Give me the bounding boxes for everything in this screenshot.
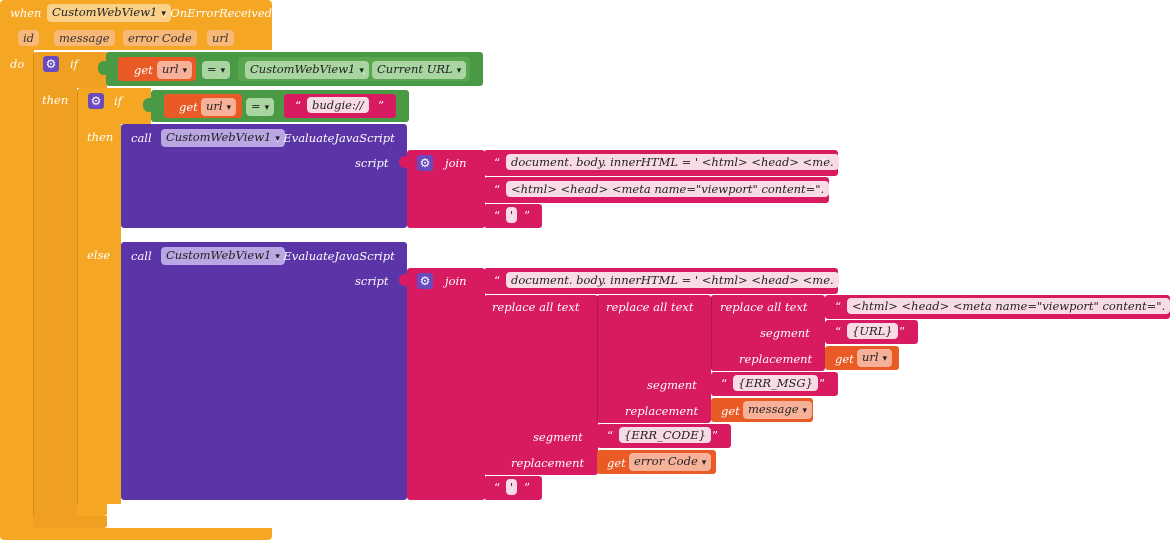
call2-join-connector [399,274,407,286]
get-error-code-var-dropdown[interactable]: error Code [629,453,712,471]
outer-property-dropdown[interactable]: Current URL [372,61,467,79]
outer-if-bottom [33,516,107,528]
call2-method: . EvaluateJavaScript [276,249,395,263]
call1-component-dropdown[interactable]: CustomWebView1 [161,129,285,147]
inner-if-gear-icon[interactable]: ⚙ [88,93,104,109]
call1-script-label: script [355,156,389,170]
outer-equals-dropdown[interactable]: = [202,61,231,79]
call1-s2-close: ” [811,183,818,197]
inner-if-label: if [114,94,122,108]
replace2-label: replace all text [606,300,694,314]
call1-s3-close: ” [524,209,531,223]
inner-get-label: get [179,100,198,114]
get-url-var-dropdown[interactable]: url [857,349,893,367]
event-do-rail [0,50,34,530]
call1-s1-close: ” [820,156,827,170]
outer-get-var-dropdown[interactable]: url [157,61,193,79]
replace3-replacement-label: replacement [739,352,813,366]
seg-url-value[interactable]: {URL} [847,323,898,339]
replace1-segment-label: segment [533,430,583,444]
call1-call-label: call [131,131,152,145]
call2-s1-open: “ [494,274,501,288]
seg-msg-value[interactable]: {ERR_MSG} [733,375,818,391]
call1-method: . EvaluateJavaScript [276,131,395,145]
call2-block[interactable] [121,242,407,500]
replace-block-3[interactable] [711,295,825,371]
call1-join-label: join [445,156,467,170]
inner-get-var-dropdown[interactable]: url [201,98,237,116]
param-id[interactable]: id [18,30,40,46]
inner-equals-dropdown[interactable]: = [246,98,275,116]
call1-join-connector [399,156,407,168]
call2-script-label: script [355,274,389,288]
outer-if-gear-icon[interactable]: ⚙ [43,56,59,72]
call2-last-close: ” [524,481,531,495]
inner-string-open-quote: “ [295,99,302,113]
get-url-label: get [835,352,854,366]
replace1-replacement-label: replacement [511,456,585,470]
replace-block-1[interactable] [484,295,598,475]
call1-s2-open: “ [494,183,501,197]
inner-then-label: then [87,130,114,144]
call1-s1-open: “ [494,156,501,170]
seg-msg-open: “ [721,377,728,391]
replace3-label: replace all text [720,300,808,314]
call2-call-label: call [131,249,152,263]
outer-else-label: else [87,248,111,262]
when-label: when [10,6,42,20]
outer-then-label: then [42,93,69,107]
inner-condition-connector [143,98,153,112]
call2-component-dropdown[interactable]: CustomWebView1 [161,247,285,265]
outer-if-label: if [70,57,78,71]
inner-string-value[interactable]: budgie:// [307,97,369,113]
event-bottom [0,528,272,540]
call1-join-gear-icon[interactable]: ⚙ [417,155,433,171]
replace2-segment-label: segment [647,378,697,392]
seg-url-close: ” [899,325,906,339]
r3-text-value[interactable]: <html> <head> <meta name="viewport" cont… [847,298,1170,314]
replace-block-2[interactable] [597,295,711,423]
outer-condition-connector [98,61,108,75]
event-component-dropdown[interactable]: CustomWebView1 [47,4,171,22]
outer-dot: . [362,63,366,77]
call2-s1-value[interactable]: document. body. innerHTML = ' <html> <he… [506,272,839,288]
inner-string-close-quote: ” [378,99,385,113]
replace1-label: replace all text [492,300,580,314]
call1-s2-value[interactable]: <html> <head> <meta name="viewport" cont… [506,181,830,197]
get-message-label: get [721,404,740,418]
seg-code-open: “ [607,429,614,443]
replace2-replacement-label: replacement [625,404,699,418]
param-message[interactable]: message [54,30,115,46]
r3-text-close: ” [1150,300,1157,314]
call2-last-value[interactable]: ' [506,479,518,495]
replace3-segment-label: segment [760,326,810,340]
call2-join-block[interactable] [407,268,485,500]
outer-component-dropdown[interactable]: CustomWebView1 [245,61,369,79]
outer-get-label: get [134,63,153,77]
seg-code-value[interactable]: {ERR_CODE} [619,427,711,443]
outer-if-rail [33,88,77,528]
inner-if-rail [77,124,121,504]
get-error-code-label: get [607,456,626,470]
event-name: . OnErrorReceived [163,6,273,20]
get-message-var-dropdown[interactable]: message [743,401,813,419]
call1-s3-open: “ [494,209,501,223]
inner-if-bottom [77,504,107,516]
seg-url-open: “ [835,325,842,339]
call2-s1-close: ” [820,274,827,288]
call2-last-open: “ [494,481,501,495]
call2-join-label: join [445,274,467,288]
seg-msg-close: ” [819,377,826,391]
seg-code-close: ” [712,429,719,443]
call1-s1-value[interactable]: document. body. innerHTML = ' <html> <he… [506,154,839,170]
param-error-code[interactable]: error Code [123,30,197,46]
do-label: do [10,57,25,71]
param-url[interactable]: url [207,30,234,46]
call2-join-gear-icon[interactable]: ⚙ [417,273,433,289]
call1-s3-value[interactable]: ' [506,207,518,223]
r3-text-open: “ [835,300,842,314]
